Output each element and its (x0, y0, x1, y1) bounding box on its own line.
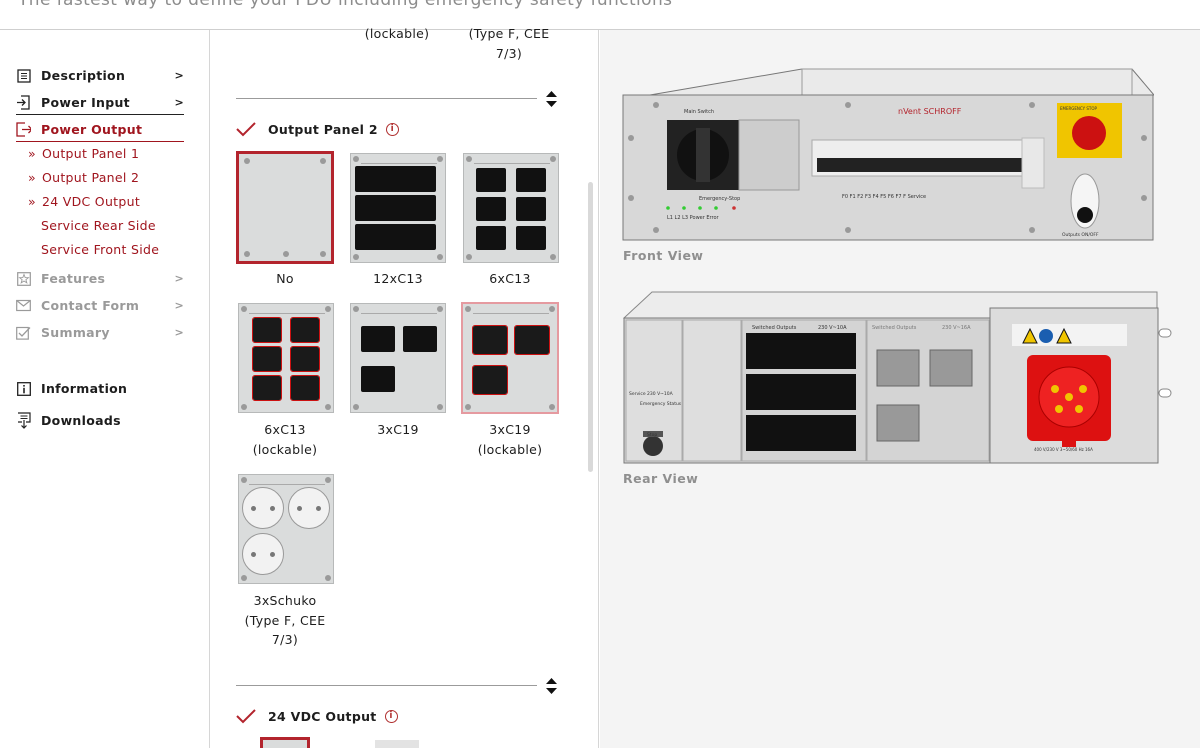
top-bar: The fastest way to define your PDU inclu… (0, 0, 1200, 30)
section-header-24vdc-output[interactable]: 24 VDC Output i (236, 708, 398, 724)
chevron-right-icon: > (174, 96, 184, 109)
svg-text:EMERGENCY STOP: EMERGENCY STOP (1060, 106, 1097, 111)
envelope-icon (16, 298, 31, 313)
sidebar-item-power-output[interactable]: Power Output (16, 122, 186, 137)
nav-underline (16, 114, 184, 115)
svg-text:400 V/230 V 3~50/60 Hz 16A: 400 V/230 V 3~50/60 Hz 16A (1034, 447, 1093, 452)
section-header-output-panel-2[interactable]: Output Panel 2 i (236, 121, 399, 137)
sidebar-subitem-24vdc-output[interactable]: »24 VDC Output (28, 194, 141, 209)
option-label: No (276, 271, 294, 286)
document-icon (16, 68, 31, 83)
svg-text:230 V~10A: 230 V~10A (818, 325, 847, 331)
chevron-right-icon: > (174, 299, 184, 312)
sidebar-subitem-service-rear-side[interactable]: Service Rear Side (41, 218, 156, 233)
svg-text:Stop: Stop (647, 432, 657, 438)
option-tile-3xc19[interactable] (350, 303, 446, 413)
sidebar-item-power-input[interactable]: Power Input > (16, 95, 186, 110)
option-tile-3xc19-lockable[interactable] (461, 302, 559, 414)
sidebar-item-label: Power Input (41, 95, 130, 110)
sidebar-subitem-output-panel-1[interactable]: »Output Panel 1 (28, 146, 140, 161)
sidebar-item-information[interactable]: Information (16, 381, 186, 396)
login-arrow-icon (16, 95, 31, 110)
option-tile-6xc13[interactable] (463, 153, 559, 263)
svg-text:230 V~16A: 230 V~16A (942, 325, 971, 331)
sidebar-subitem-service-front-side[interactable]: Service Front Side (41, 242, 160, 257)
option-tile-3xschuko[interactable] (238, 474, 334, 584)
svg-text:nVent SCHROFF: nVent SCHROFF (898, 107, 962, 116)
options-scrollbar[interactable] (588, 182, 593, 472)
sidebar-subitem-output-panel-2[interactable]: »Output Panel 2 (28, 170, 140, 185)
svg-text:Service 230 V~10A: Service 230 V~10A (629, 391, 674, 397)
svg-text:Main Switch: Main Switch (684, 109, 714, 115)
sidebar-item-label: Information (41, 381, 128, 396)
star-icon (16, 271, 31, 286)
sidebar-item-label: Downloads (41, 413, 121, 428)
sidebar-item-summary[interactable]: Summary > (16, 325, 186, 340)
option-label-partial: (lockable) (364, 26, 430, 41)
section-divider (236, 98, 537, 99)
info-icon[interactable]: i (384, 709, 398, 723)
svg-text:F0 F1 F2 F3 F4 F5 F6 F: F0 F1 F2 F3 F4 F5 F6 F7 F Service (842, 194, 926, 200)
svg-text:Emergency-Stop: Emergency-Stop (699, 196, 740, 202)
option-label: 3xC19(lockable) (477, 422, 543, 457)
info-icon[interactable]: i (385, 122, 399, 136)
option-tile-6xc13-lockable[interactable] (238, 303, 334, 413)
option-tile-partial[interactable] (375, 740, 419, 748)
sidebar-item-label: Features (41, 271, 106, 286)
sidebar-item-contact-form[interactable]: Contact Form > (16, 298, 186, 313)
svg-text:Switched Outputs: Switched Outputs (872, 325, 917, 331)
sidebar-item-label: Description (41, 68, 126, 83)
rear-view-image: Switched Outputs 230 V~10A Switched Outp… (622, 291, 1172, 464)
option-label: 12xC13 (373, 271, 423, 286)
sort-toggle-icon[interactable] (544, 676, 559, 696)
sidebar-item-label: Contact Form (41, 298, 140, 313)
sidebar-item-features[interactable]: Features > (16, 271, 186, 286)
section-divider (236, 685, 537, 686)
sidebar-item-downloads[interactable]: Downloads (16, 412, 186, 429)
chevron-right-icon: > (174, 272, 184, 285)
sidebar-item-label: Summary (41, 325, 110, 340)
sort-toggle-icon[interactable] (544, 89, 559, 109)
svg-text:L1 L2 L3 Power Error: L1 L2 L3 Power Error (667, 215, 720, 221)
checkmark-icon (236, 122, 256, 137)
nav-underline-active (16, 141, 184, 142)
checkbox-icon (16, 325, 31, 340)
front-view-image: Main Switch nVent SCHROFF EMERGENCY STOP… (622, 68, 1154, 241)
logout-arrow-icon (16, 122, 31, 137)
front-view-label: Front View (623, 248, 704, 263)
download-icon (16, 412, 31, 429)
svg-text:Emergency Status: Emergency Status (640, 401, 682, 407)
page-tagline: The fastest way to define your PDU inclu… (18, 0, 673, 10)
chevron-right-icon: > (174, 326, 184, 339)
svg-text:Outputs ON/OFF: Outputs ON/OFF (1062, 232, 1099, 238)
info-icon (16, 381, 31, 396)
option-label: 6xC13 (489, 271, 531, 286)
option-label: 6xC13(lockable) (252, 422, 318, 457)
svg-text:Switched Outputs: Switched Outputs (752, 325, 797, 331)
option-tile-12xc13[interactable] (350, 153, 446, 263)
sidebar-item-description[interactable]: Description > (16, 68, 186, 83)
rear-view-label: Rear View (623, 471, 699, 486)
checkmark-icon (236, 709, 256, 724)
chevron-right-icon: > (174, 69, 184, 82)
option-tile-partial[interactable] (260, 737, 310, 748)
option-tile-no[interactable] (236, 151, 334, 264)
option-label: 3xC19 (377, 422, 419, 437)
sidebar-item-label: Power Output (41, 122, 143, 137)
sidebar (0, 30, 210, 748)
